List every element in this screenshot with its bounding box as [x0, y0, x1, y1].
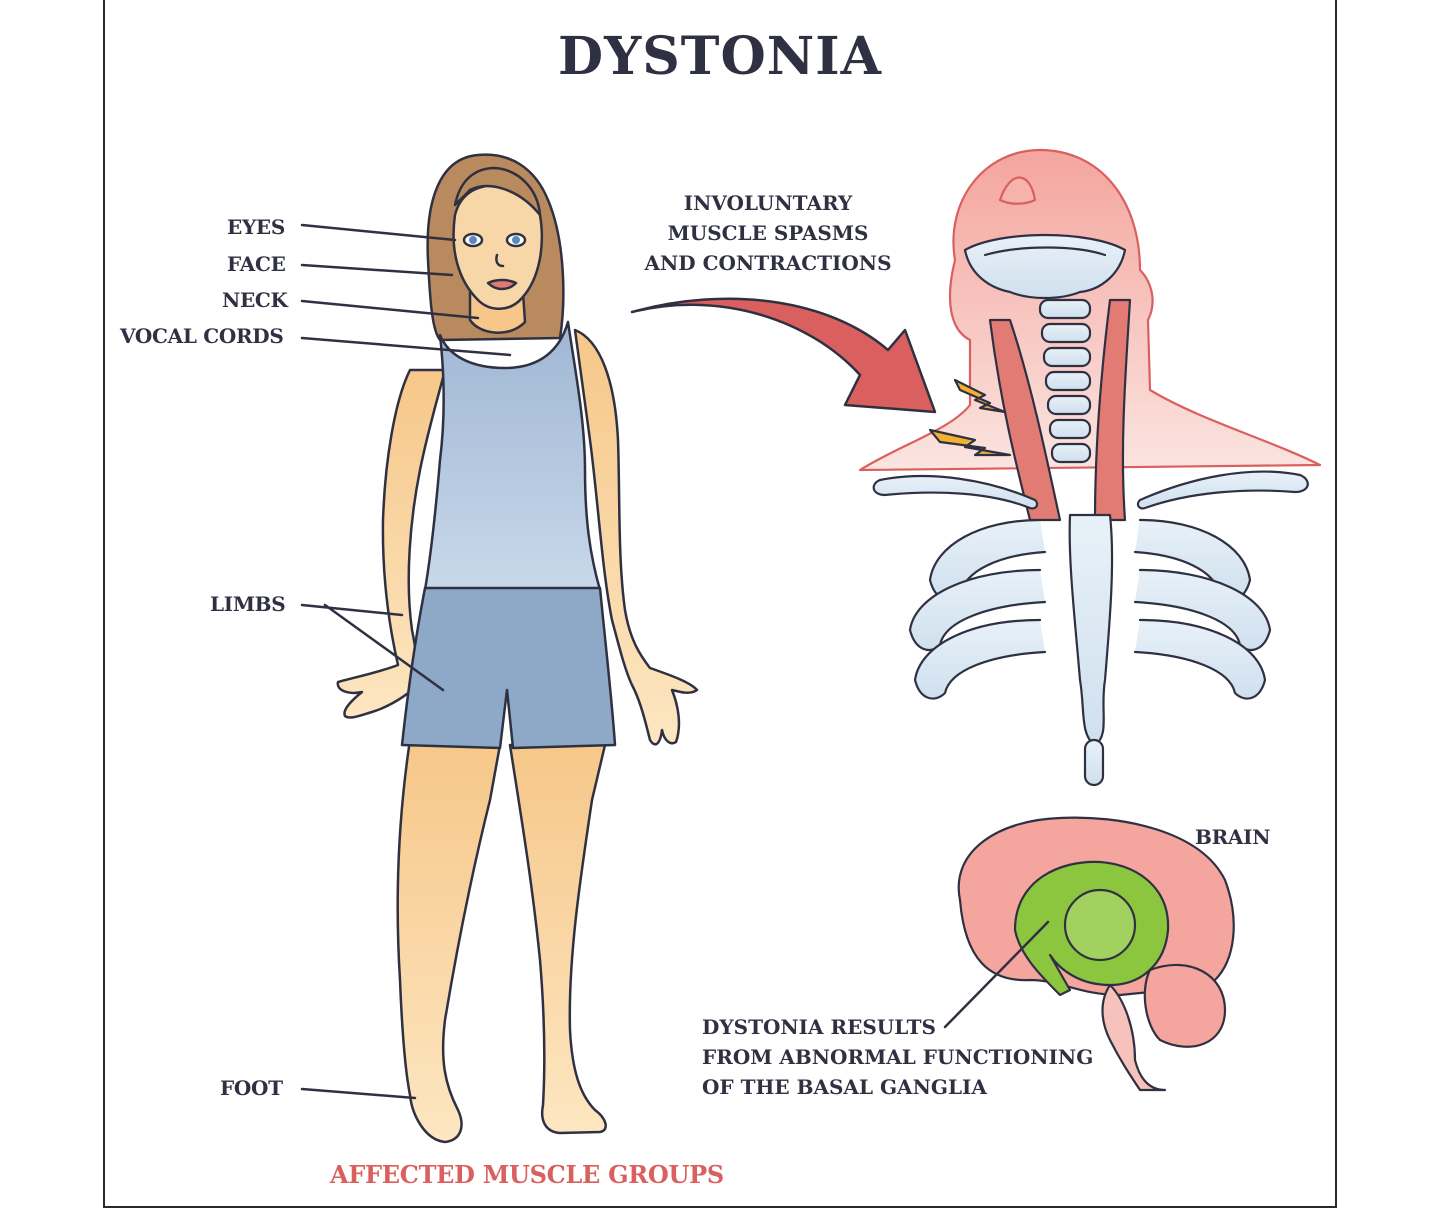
leader-foot [300, 1087, 417, 1100]
leader-neck [300, 299, 480, 320]
label-eyes: EYES [227, 215, 286, 239]
leader-limbs-arm [300, 603, 404, 617]
basal-caption: DYSTONIA RESULTS FROM ABNORMAL FUNCTIONI… [702, 1012, 1093, 1102]
label-leader-lines [300, 223, 512, 1100]
left-leg [396, 738, 502, 1144]
leader-face [300, 263, 454, 277]
spasm-line-3: AND CONTRACTIONS [644, 251, 892, 275]
label-limbs: LIMBS [210, 592, 286, 616]
basal-line-3: OF THE BASAL GANGLIA [702, 1075, 987, 1099]
label-face: FACE [227, 252, 286, 276]
neck-skeleton [858, 148, 1322, 787]
neck-muscle-left [988, 318, 1062, 522]
clavicle-left [872, 475, 1039, 510]
right-arm [573, 328, 699, 746]
spasm-caption: INVOLUNTARY MUSCLE SPASMS AND CONTRACTIO… [618, 188, 918, 278]
brainstem [1101, 983, 1167, 1092]
sternum [1068, 513, 1114, 747]
label-brain: BRAIN [1195, 825, 1271, 849]
footer-caption: AFFECTED MUSCLE GROUPS [330, 1160, 724, 1189]
tank-top [423, 320, 602, 592]
right-leg [508, 743, 607, 1135]
leader-basal [943, 920, 1050, 1029]
clavicle-right [1136, 470, 1309, 510]
thalamus [1063, 888, 1137, 962]
mouth [486, 278, 518, 291]
leader-eyes [300, 223, 457, 242]
shorts [400, 586, 617, 750]
cerebellum [1143, 964, 1227, 1048]
spasm-arrow [630, 297, 937, 414]
leader-limbs-leg [323, 603, 445, 692]
brain-illustration [943, 816, 1235, 1092]
woman-figure [336, 153, 699, 1144]
basal-line-1: DYSTONIA RESULTS [702, 1015, 936, 1039]
lightning-icon-2 [928, 428, 1012, 457]
label-neck: NECK [222, 288, 288, 312]
ribcage [908, 518, 1272, 700]
spasm-line-1: INVOLUNTARY [683, 191, 853, 215]
basal-line-2: FROM ABNORMAL FUNCTIONING [702, 1045, 1094, 1069]
spasm-line-2: MUSCLE SPASMS [667, 221, 869, 245]
lightning-icon-1 [953, 378, 1007, 414]
label-foot: FOOT [220, 1076, 283, 1100]
page-title: DYSTONIA [558, 26, 882, 87]
label-vocal-cords: VOCAL CORDS [120, 324, 284, 348]
left-arm [336, 368, 447, 719]
cervical-spine [1038, 298, 1092, 464]
leader-vocal-cords [300, 336, 512, 357]
